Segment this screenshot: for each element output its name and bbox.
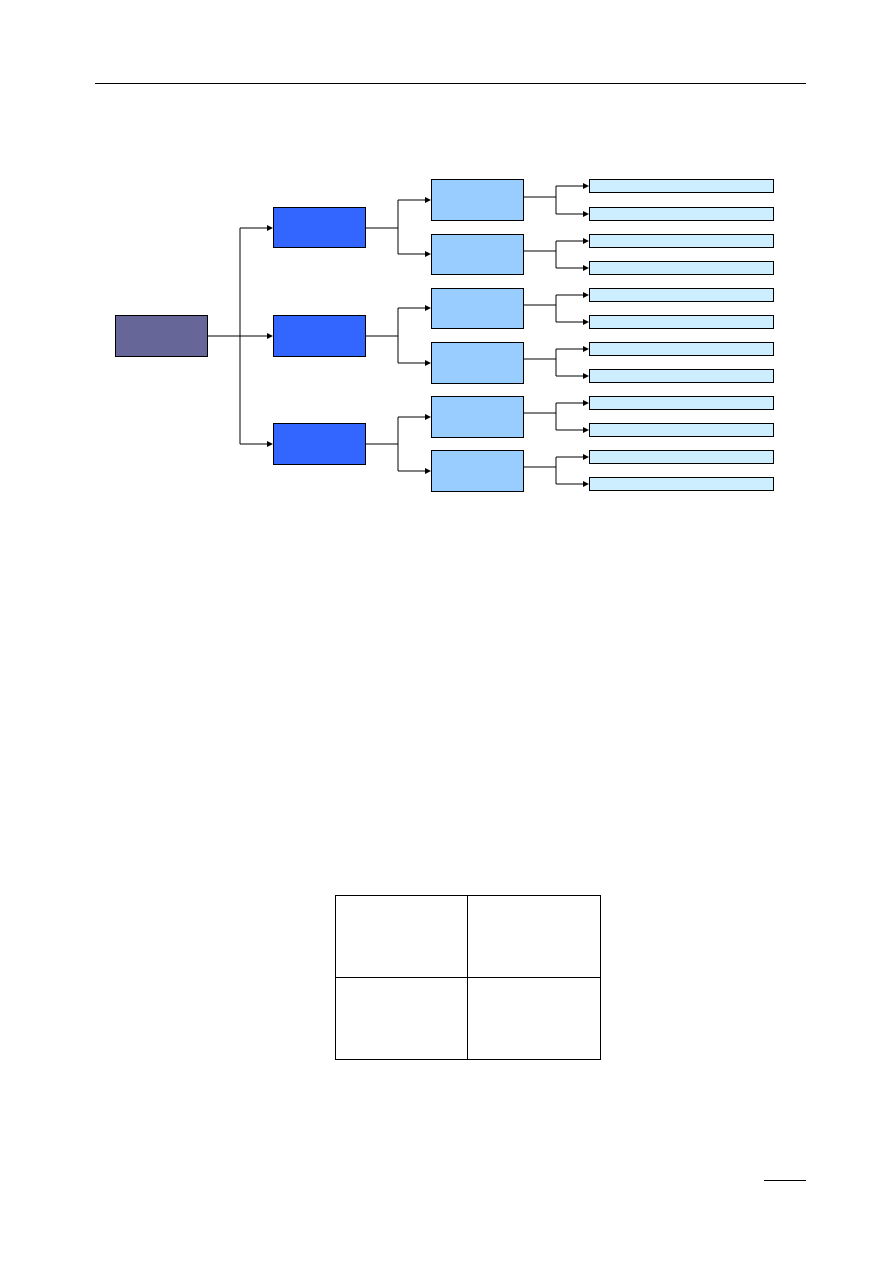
leaf-node-1-2-1 xyxy=(589,234,774,248)
leaf-node-2-1-1 xyxy=(589,288,774,302)
leaf-node-2-2-1 xyxy=(589,342,774,356)
leaf-node-1-1-1 xyxy=(589,179,774,193)
leaf-node-3-1-1 xyxy=(589,396,774,410)
root-node xyxy=(115,315,208,357)
footer-rule xyxy=(764,1180,806,1181)
table-cell-r1-c2 xyxy=(468,896,600,978)
sub-node-3-2 xyxy=(431,450,524,492)
sub-node-1-2 xyxy=(431,234,524,275)
leaf-node-2-1-2 xyxy=(589,315,774,329)
sub-node-1-1 xyxy=(431,179,524,221)
branch-node-3 xyxy=(273,423,366,465)
sub-node-3-1 xyxy=(431,396,524,438)
table-cell-r2-c1 xyxy=(336,977,468,1059)
leaf-node-1-1-2 xyxy=(589,207,774,221)
leaf-node-3-1-2 xyxy=(589,423,774,437)
sub-node-2-2 xyxy=(431,342,524,384)
empty-table xyxy=(335,895,601,1060)
sub-node-2-1 xyxy=(431,288,524,329)
header-rule xyxy=(95,83,806,84)
leaf-node-2-2-2 xyxy=(589,369,774,383)
branch-node-2 xyxy=(273,315,366,357)
leaf-node-3-2-1 xyxy=(589,450,774,464)
table-cell-r2-c2 xyxy=(468,978,600,1060)
branch-node-1 xyxy=(273,207,366,248)
leaf-node-1-2-2 xyxy=(589,261,774,275)
leaf-node-3-2-2 xyxy=(589,477,774,491)
table-cell-r1-c1 xyxy=(336,896,468,978)
